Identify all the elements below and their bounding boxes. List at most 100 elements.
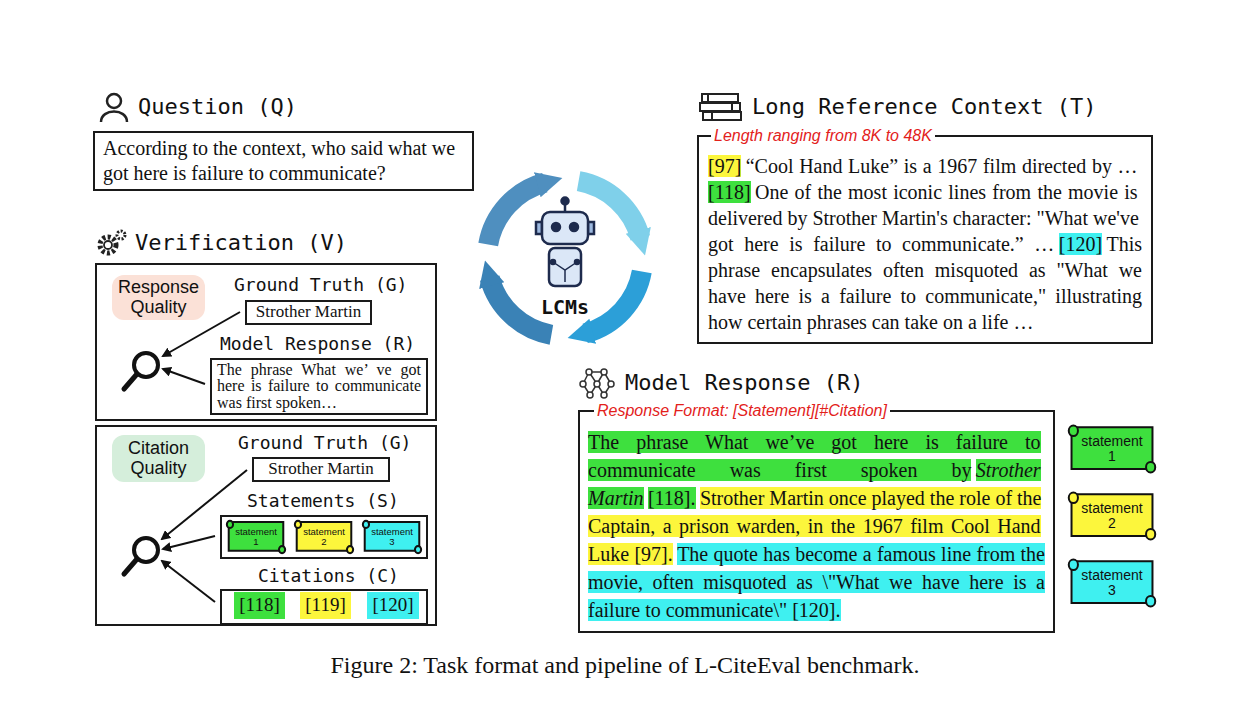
robot-circuit (553, 262, 577, 282)
robot-antenna-tip (562, 198, 569, 205)
scroll-curl (347, 546, 353, 553)
scroll-curl (227, 521, 233, 528)
scroll-node: statement 1 (225, 519, 287, 555)
leader-arrow (163, 369, 205, 384)
scroll-body (1072, 494, 1153, 536)
quality-label: Response Quality (117, 278, 200, 318)
content-box: Strother Martin (245, 300, 372, 325)
scroll-label: statement 2 (1078, 501, 1145, 530)
plain-node: LCMs (515, 293, 615, 321)
section-heading: Model Response (R) (220, 333, 428, 355)
network-dot (601, 392, 607, 398)
frame-node: Response Quality Ground Truth (G)Strother… (95, 263, 437, 421)
section-heading: Citations (C) (258, 564, 428, 588)
box-text: Strother Martin (251, 303, 366, 322)
gear-teeth (100, 237, 116, 253)
person-body (101, 112, 127, 123)
scroll-node: statement 3 (1066, 557, 1158, 609)
pill-node: Response Quality (112, 275, 205, 320)
network-dot (580, 381, 586, 387)
content-box: According to the context, who said what … (93, 131, 474, 191)
scroll-curl (295, 521, 301, 528)
scroll-body (1072, 561, 1153, 603)
highlighted-text: [97] (708, 155, 741, 177)
small-gear (117, 231, 125, 239)
headed-node: Citations (C) [118] [119] [120] (220, 564, 428, 625)
scroll-label: statement 3 (1078, 568, 1145, 597)
highlighted-text: [120] (1059, 233, 1102, 255)
person-head (107, 94, 121, 108)
scroll-body (1072, 427, 1153, 469)
book (703, 112, 741, 120)
robot-node (551, 260, 555, 264)
citation-tag: [118] (239, 595, 279, 616)
headed-node: Model Response (R) The phrase What we’ ve… (210, 333, 428, 415)
body-text: “Cool Hand Luke” is a 1967 film directed… (746, 155, 1138, 177)
figure-caption: Figure 2: Task format and pipeline of L-… (0, 652, 1250, 679)
citation-tag: [119] (305, 595, 345, 616)
scroll-curl (363, 521, 369, 528)
network-links (583, 372, 611, 395)
quality-label: Citation Quality (117, 439, 200, 479)
highlighted-text: [118]. (648, 487, 696, 509)
network-dot (587, 392, 593, 398)
leader-arrow (163, 536, 215, 549)
section-heading: Long Reference Context (T) (752, 92, 1153, 122)
headed-node: Ground Truth (G)Strother Martin (234, 274, 424, 325)
scroll-node: statement 3 (361, 519, 423, 555)
scroll-label: statement 1 (233, 527, 279, 547)
book (700, 103, 740, 111)
scroll-label: statement 1 (1078, 434, 1145, 463)
robot-head (542, 212, 588, 244)
gear-hub (104, 241, 112, 249)
rich-node: Model Response (R)Response Format: [Stat… (578, 368, 1055, 633)
network-dot (608, 381, 614, 387)
headed-node: Statements (S) statement 1 statement 2stat… (220, 489, 428, 559)
hl-node: [119] (300, 592, 351, 619)
network-dot (586, 369, 592, 375)
text-panel: Response Format: [Statement][#Citation]T… (578, 410, 1055, 633)
book-spines (708, 94, 732, 120)
rich-node: Long Reference Context (T) Length ranging… (697, 92, 1153, 344)
paragraph: [97]“Cool Hand Luke” is a 1967 film dire… (708, 153, 1142, 335)
box-text: The phrase What we’ ve got here is failu… (217, 362, 421, 411)
paragraph: The phrase What we’ve got here is failur… (588, 428, 1045, 624)
scroll-curl (1146, 529, 1155, 539)
format-tag: Response Format: [Statement][#Citation] (594, 401, 890, 421)
box-text: According to the context, who said what … (103, 136, 464, 186)
scroll-curl (279, 546, 285, 553)
scroll-body (229, 522, 284, 551)
scroll-node: statement 2 (293, 519, 355, 555)
scroll-curl (1069, 560, 1078, 570)
scroll-node: statement 2 (1066, 490, 1158, 542)
robot-body (549, 248, 581, 286)
scroll-node: statement 1 (1066, 423, 1158, 475)
citation-tag: [120] (372, 595, 413, 616)
magnifier-handle (124, 559, 137, 574)
box-text: Strother Martin (258, 460, 384, 479)
scroll-curl (1146, 462, 1155, 472)
scroll-curl (1069, 493, 1078, 503)
text-panel: Length ranging from 8K to 48K[97]“Cool H… (697, 135, 1153, 344)
headed-node: Ground Truth (G)Strother Martin (238, 432, 428, 482)
network-dot (594, 381, 600, 387)
network-icon (580, 369, 614, 398)
section-heading: Verification (V) (135, 229, 347, 257)
cycle-arc (488, 183, 545, 245)
section-heading: Statements (S) (247, 489, 428, 513)
hl-node: [120] (367, 592, 419, 619)
robot-eye (570, 223, 578, 231)
magnifier-handle (124, 374, 137, 389)
robot-eye (552, 223, 560, 231)
robot-icon (536, 198, 594, 287)
hl-node: [118] (234, 592, 285, 619)
leader-arrow (162, 561, 215, 602)
scroll-curl (415, 546, 421, 553)
cycle-arrows (488, 181, 642, 335)
content-box: Strother Martin (252, 457, 390, 482)
cycle-arc (585, 272, 642, 334)
pill-node: Citation Quality (112, 435, 205, 482)
format-tag: Length ranging from 8K to 48K (711, 126, 935, 146)
robot-node (575, 260, 579, 264)
